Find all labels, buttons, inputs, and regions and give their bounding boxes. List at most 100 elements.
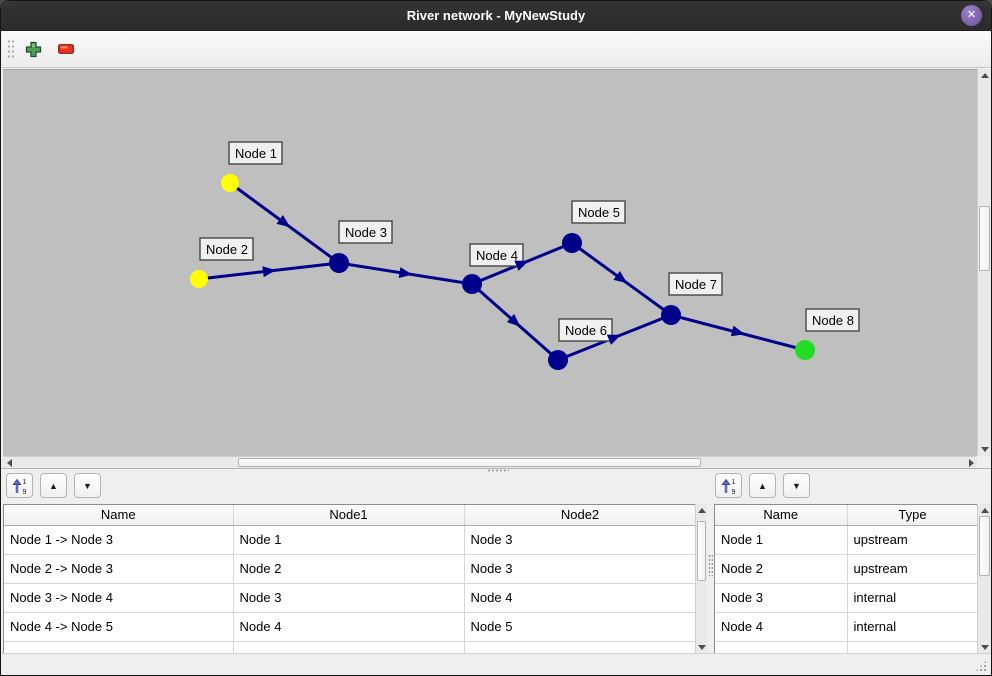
scroll-down-button[interactable] <box>696 641 707 653</box>
canvas-horizontal-scrollbar[interactable] <box>3 456 977 468</box>
node-label-box[interactable] <box>668 272 723 296</box>
cell[interactable]: Node 2 <box>715 554 848 584</box>
titlebar[interactable]: River network - MyNewStudy ✕ <box>1 1 991 31</box>
sort-branches-button[interactable]: 1 9 <box>6 473 33 498</box>
node-circle-node-8[interactable] <box>795 340 815 360</box>
node-label: Node 6 <box>565 323 607 338</box>
cell[interactable]: Node 5 <box>464 612 695 642</box>
cell[interactable]: Node 1 <box>715 525 848 555</box>
horizontal-splitter[interactable] <box>1 468 991 472</box>
column-header-type[interactable]: Type <box>847 505 977 526</box>
cell[interactable]: upstream <box>847 554 977 584</box>
scroll-down-button[interactable] <box>978 443 991 456</box>
node-circle-node-6[interactable] <box>548 350 568 370</box>
scroll-up-button[interactable] <box>978 504 991 516</box>
status-bar <box>1 653 991 675</box>
column-header-name[interactable]: Name <box>715 505 848 526</box>
node-label-box[interactable] <box>199 237 254 261</box>
edge-arrow-icon <box>506 313 521 327</box>
canvas-vertical-scrollbar[interactable] <box>977 69 991 456</box>
scroll-down-button[interactable] <box>978 641 991 653</box>
node-label-box[interactable] <box>228 141 283 165</box>
resize-grip[interactable] <box>975 660 987 672</box>
node-label-box[interactable] <box>805 308 860 332</box>
node-circle-node-3[interactable] <box>329 253 349 273</box>
branch-scroll-thumb[interactable] <box>697 521 706 581</box>
node-label: Node 4 <box>476 248 518 263</box>
cell[interactable]: Node 4 <box>464 583 695 613</box>
move-node-up-button[interactable]: ▲ <box>749 473 776 498</box>
cell[interactable]: internal <box>847 583 977 613</box>
node-circle-node-5[interactable] <box>562 233 582 253</box>
node-table-scrollbar[interactable] <box>977 504 991 653</box>
cell <box>464 641 695 653</box>
column-header-node2[interactable]: Node2 <box>464 505 695 526</box>
cell[interactable]: Node 3 <box>233 583 465 613</box>
svg-text:1: 1 <box>23 479 27 486</box>
arrow-up-icon <box>980 507 989 513</box>
node-circle-node-4[interactable] <box>462 274 482 294</box>
node-label-box[interactable] <box>558 318 613 342</box>
cell[interactable]: Node 4 <box>233 612 465 642</box>
cell[interactable]: Node 1 <box>233 525 465 555</box>
node-circle-node-2[interactable] <box>190 270 208 288</box>
canvas-vscroll-thumb[interactable] <box>979 206 990 271</box>
node-circle-node-7[interactable] <box>661 305 681 325</box>
cell[interactable]: Node 2 <box>233 554 465 584</box>
node-label: Node 3 <box>345 225 387 240</box>
cell[interactable]: Node 2 -> Node 3 <box>4 554 234 584</box>
vertical-splitter-handle[interactable] <box>708 554 713 576</box>
node-label-box[interactable] <box>469 243 524 267</box>
remove-node-button[interactable] <box>54 37 78 61</box>
canvas-hscroll-thumb[interactable] <box>238 458 701 467</box>
cell[interactable]: upstream <box>847 525 977 555</box>
close-button[interactable]: ✕ <box>961 5 982 26</box>
cell[interactable]: Node 3 <box>715 583 848 613</box>
node-label-box[interactable] <box>571 200 626 224</box>
cell[interactable]: internal <box>847 612 977 642</box>
table-row-partial <box>4 641 695 653</box>
node-scroll-thumb[interactable] <box>979 516 990 576</box>
cell[interactable]: Node 4 -> Node 5 <box>4 612 234 642</box>
scroll-left-button[interactable] <box>3 457 15 468</box>
move-branch-down-button[interactable]: ▼ <box>74 473 101 498</box>
add-node-button[interactable] <box>21 37 45 61</box>
svg-text:1: 1 <box>732 479 736 486</box>
cell[interactable]: Node 1 -> Node 3 <box>4 525 234 555</box>
cell[interactable]: Node 3 <box>464 525 695 555</box>
down-triangle-icon: ▼ <box>83 480 92 491</box>
cell <box>847 641 977 653</box>
scroll-right-button[interactable] <box>965 457 977 468</box>
branch-table-scrollbar[interactable] <box>695 504 707 653</box>
edge-arrow-icon <box>514 260 529 271</box>
minus-icon <box>58 44 74 54</box>
scroll-up-button[interactable] <box>978 69 991 82</box>
scroll-up-button[interactable] <box>696 504 707 516</box>
cell[interactable]: Node 3 -> Node 4 <box>4 583 234 613</box>
node-label: Node 8 <box>812 313 854 328</box>
column-header-name[interactable]: Name <box>4 505 234 526</box>
cell[interactable]: Node 4 <box>715 612 848 642</box>
column-header-node1[interactable]: Node1 <box>233 505 465 526</box>
sort-nodes-button[interactable]: 1 9 <box>715 473 742 498</box>
move-branch-up-button[interactable]: ▲ <box>40 473 67 498</box>
node-circle-node-1[interactable] <box>221 174 239 192</box>
main-toolbar <box>2 31 991 68</box>
node-label: Node 5 <box>578 205 620 220</box>
move-node-down-button[interactable]: ▼ <box>783 473 810 498</box>
cell[interactable]: Node 3 <box>464 554 695 584</box>
node-label-box[interactable] <box>338 220 393 244</box>
toolbar-drag-handle[interactable] <box>7 38 15 60</box>
